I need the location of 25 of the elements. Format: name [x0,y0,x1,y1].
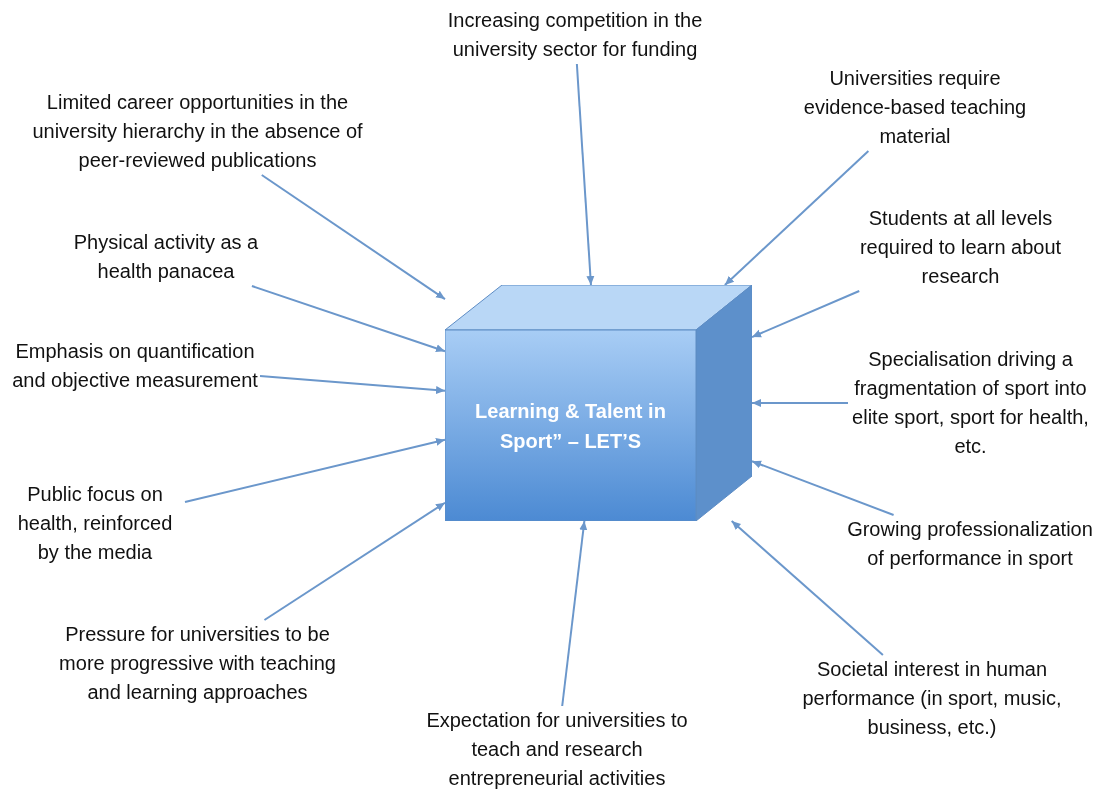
factor-text: Increasing competition in the university sector for funding [420,6,730,64]
factor-text: Societal interest in human performance (in sport, music, business, etc.) [782,655,1082,742]
arrow [250,285,446,353]
factor-text: Students at all levels required to learn about research [858,204,1063,291]
arrow [751,290,861,339]
factor-text: Expectation for universities to teach and research entrepreneurial activities [407,706,707,793]
factor-text: Specialisation driving a fragmentation of sport into elite sport, sport for health, etc. [848,345,1093,461]
box-title: Learning & Talent in Sport” – LET’S [474,398,667,454]
arrow [263,501,446,621]
arrow [184,437,446,503]
arrow [723,150,870,286]
arrow [561,520,588,707]
arrow [730,520,884,656]
factor-text: Physical activity as a health panacea [55,228,277,286]
arrow [259,375,446,394]
factor-text: Universities require evidence-based teaching material [790,64,1040,151]
arrow [751,399,849,407]
arrow [575,63,595,286]
factor-text: Emphasis on quantification and objective measurement [10,337,260,395]
factor-text: Limited career opportunities in the university hierarchy in the absence of peer-reviewed publications [10,88,385,175]
factor-text: Growing professionalization of performance in sport [840,515,1100,573]
factor-text: Pressure for universities to be more progressive with teaching and learning approaches [50,620,345,707]
arrow [260,174,446,301]
arrow [751,460,895,516]
factor-text: Public focus on health, reinforced by the media [5,480,185,567]
